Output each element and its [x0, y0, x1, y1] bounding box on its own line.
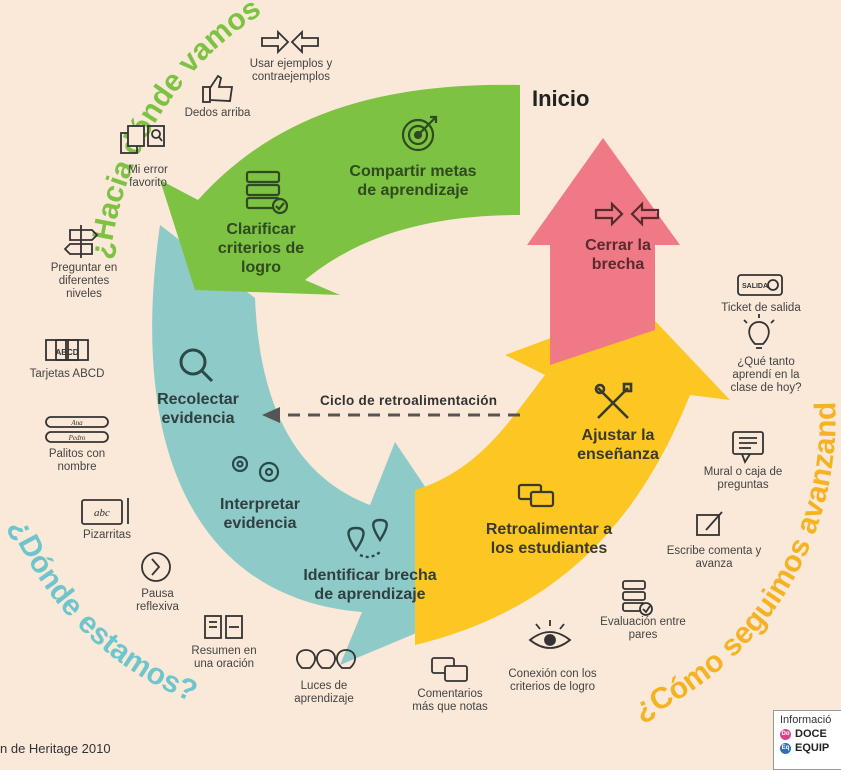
strategy-escribe-comenta: Escribe comenta y avanza — [666, 545, 762, 570]
abcd-cards-text: ABCD — [55, 348, 78, 357]
lightbulb-idea-icon — [743, 314, 775, 349]
legend-item-docente: Do DOCE — [780, 728, 841, 740]
legend-header: Informació — [780, 714, 832, 726]
strategy-resumen: Resumen en una oración — [191, 645, 257, 670]
mini-whiteboard-text: abc — [94, 507, 110, 519]
arrows-converge-icon-red — [594, 201, 660, 227]
source-credit: n de Heritage 2010 — [0, 741, 111, 756]
signpost-icon — [63, 225, 99, 258]
strategy-mi-error: Mi error favorito — [128, 164, 168, 189]
write-note-icon — [696, 511, 723, 536]
step-compartir-metas: Compartir metas de aprendizaje — [349, 163, 477, 199]
feedback-arrowhead — [262, 407, 280, 423]
eye-connection-icon — [528, 620, 572, 649]
light-bulbs-icon — [296, 649, 356, 669]
legend-item-equipo: Eq EQUIP — [780, 742, 841, 754]
strategy-tarjetas-abcd: Tarjetas ABCD — [29, 368, 105, 380]
abcd-cards-icon — [45, 339, 89, 361]
summary-doc-icon — [204, 615, 243, 639]
step-identificar-brecha: Identificar brecha de aprendizaje — [303, 567, 437, 603]
server-check-icon — [245, 170, 289, 215]
step-ajustar-ensenanza: Ajustar la enseñanza — [577, 427, 659, 463]
strategy-preguntar-niveles: Preguntar en diferentes niveles — [50, 262, 118, 300]
clock-icon — [141, 552, 171, 582]
name-sticks-icon — [45, 416, 109, 443]
legend-label-equipo: EQUIP — [795, 742, 830, 754]
name-stick-2-text: Pedro — [68, 434, 86, 442]
teal-arrow — [152, 225, 500, 665]
step-cerrar-brecha: Cerrar la brecha — [585, 237, 651, 273]
mural-icon — [732, 431, 764, 465]
arrows-converge-icon — [261, 29, 319, 55]
step-clarificar-criterios: Clarificar criterios de logro — [217, 221, 305, 276]
strategy-luces: Luces de aprendizaje — [294, 680, 354, 705]
mini-whiteboard-icon — [81, 498, 129, 525]
peer-review-icon — [622, 580, 653, 616]
exit-ticket-icon — [737, 274, 783, 296]
step-interpretar-evidencia: Interpretar evidencia — [219, 496, 301, 532]
thumbs-up-icon — [202, 74, 234, 103]
chat-bubbles-icon — [517, 483, 555, 508]
step-retroalimentar: Retroalimentar a los estudiantes — [485, 521, 613, 557]
feedback-cycle-label: Ciclo de retroalimentación — [320, 393, 498, 408]
legend-box: Informació Do DOCE Eq EQUIP — [773, 710, 841, 770]
magnifier-icon — [179, 348, 214, 383]
step-recolectar-evidencia: Recolectar evidencia — [157, 391, 239, 427]
strategy-pausa: Pausa reflexiva — [136, 588, 179, 613]
gears-icon — [231, 455, 280, 483]
tools-icon — [594, 382, 633, 419]
exit-ticket-text: SALIDA — [742, 283, 768, 290]
strategy-comentarios: Comentarios más que notas — [412, 688, 488, 713]
comment-bubbles-icon — [431, 657, 468, 682]
name-stick-1-text: Ana — [70, 419, 83, 427]
legend-label-docente: DOCE — [795, 728, 827, 740]
strategy-usar-ejemplos: Usar ejemplos y contraejemplos — [249, 58, 333, 83]
strategy-conexion: Conexión con los criterios de logro — [508, 668, 597, 693]
error-docs-icon — [120, 125, 165, 154]
legend-dot-equipo: Eq — [780, 742, 791, 754]
start-title: Inicio — [532, 86, 590, 111]
target-icon — [401, 115, 438, 152]
strategy-evaluacion-pares: Evaluación entre pares — [600, 616, 686, 641]
strategy-palitos: Palitos con nombre — [48, 448, 106, 473]
strategy-mural: Mural o caja de preguntas — [703, 466, 783, 491]
yellow-arrow — [415, 305, 730, 645]
legend-dot-docente: Do — [780, 728, 791, 740]
green-arrow — [160, 84, 520, 295]
map-pins-icon — [347, 518, 388, 559]
strategy-que-tanto: ¿Qué tanto aprendí en la clase de hoy? — [730, 356, 802, 394]
strategy-pizarritas: Pizarritas — [83, 529, 131, 541]
strategy-dedos-arriba: Dedos arriba — [184, 107, 251, 119]
red-arrow — [527, 138, 680, 365]
strategy-ticket-salida: Ticket de salida — [721, 302, 801, 314]
